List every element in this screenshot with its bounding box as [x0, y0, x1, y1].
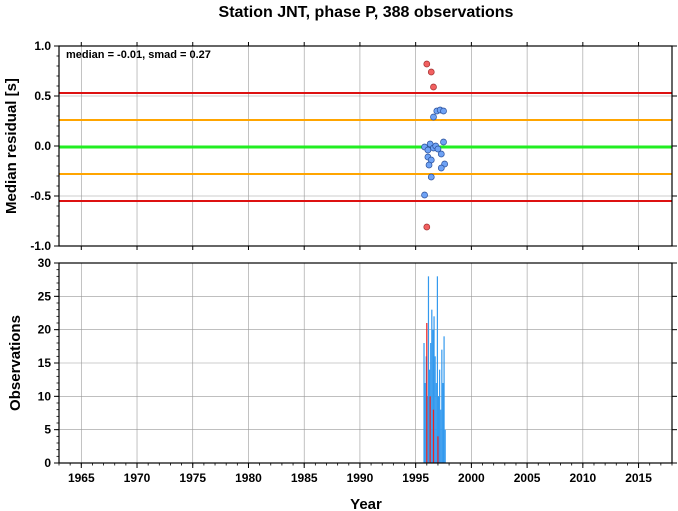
outlier-observation-bar: [426, 323, 428, 463]
chart-title: Station JNT, phase P, 388 observations: [219, 4, 514, 21]
outlier-observation-bar: [432, 409, 435, 463]
bottom-y-tick-label: 10: [38, 389, 52, 403]
bottom-y-tick-label: 30: [38, 256, 52, 270]
x-tick-label: 2000: [458, 471, 485, 485]
bottom-y-tick-label: 15: [38, 356, 52, 370]
observation-bar: [423, 343, 425, 463]
observation-bar: [439, 369, 441, 463]
bottom-grid: [59, 262, 672, 464]
bottom-y-tick-label: 0: [44, 456, 51, 470]
observation-bar: [443, 336, 445, 463]
bottom-y-tick-label: 25: [38, 289, 52, 303]
x-tick-label: 1995: [402, 471, 429, 485]
observation-bar: [436, 276, 438, 463]
outlier-observation-bar: [429, 396, 431, 463]
residual-point: [427, 173, 435, 181]
residual-points: [421, 60, 448, 231]
top-y-tick-label: 1.0: [34, 39, 51, 53]
reference-lines: [59, 92, 672, 202]
observation-bar: [433, 316, 435, 463]
x-tick-label: 1980: [235, 471, 262, 485]
x-tick-label: 1970: [124, 471, 151, 485]
observation-bar: [427, 276, 430, 463]
residual-point: [434, 145, 442, 153]
outlier-observation-bar: [437, 436, 439, 463]
x-tick-label: 2010: [569, 471, 596, 485]
observation-bar: [424, 383, 426, 463]
residual-point: [430, 113, 437, 121]
x-ticks: 1965 1970 1975 1980 1985 1990 1995 2000 2005 2010…: [58, 42, 673, 485]
observation-bar: [434, 356, 436, 463]
observation-bar: [431, 309, 433, 463]
x-axis-label: Year: [350, 496, 382, 511]
top-panel: 1.0 0.5 0.0 -0.5 -1.0 median = -0.01, smad =…: [3, 39, 677, 253]
top-y-tick-label: 0.0: [34, 139, 51, 153]
bottom-y-tick-label: 20: [38, 323, 52, 337]
residual-point: [421, 191, 428, 199]
outlier-point: [423, 223, 431, 231]
observation-bars: [423, 276, 446, 463]
observation-bar: [444, 429, 446, 463]
residual-point: [437, 150, 445, 158]
outlier-point: [427, 68, 435, 76]
residual-point: [437, 164, 445, 172]
bottom-y-axis-label: Observations: [7, 315, 24, 411]
top-y-tick-label: -1.0: [30, 239, 51, 253]
top-y-ticks: 1.0 0.5 0.0 -0.5 -1.0: [30, 39, 677, 253]
residual-point: [425, 161, 433, 169]
top-y-tick-label: -0.5: [30, 189, 51, 203]
residual-point: [440, 138, 447, 146]
observation-bar: [432, 329, 434, 463]
residual-point: [424, 146, 432, 154]
outlier-point: [423, 60, 431, 68]
observation-bar: [440, 409, 442, 463]
x-tick-label: 2005: [514, 471, 541, 485]
observation-bar: [441, 349, 443, 463]
residual-point: [440, 107, 447, 115]
x-tick-label: 1985: [291, 471, 318, 485]
top-y-tick-label: 0.5: [34, 89, 51, 103]
observation-bar: [435, 383, 437, 463]
observation-bar: [437, 396, 440, 463]
stats-annotation: median = -0.01, smad = 0.27: [66, 49, 211, 61]
x-tick-label: 1990: [347, 471, 374, 485]
observation-bar: [442, 383, 444, 463]
bottom-panel: 0 5 10 15 20 25 30 1965 1970 1975 1980 1985 1990 199…: [7, 42, 677, 511]
bottom-y-tick-label: 5: [44, 423, 51, 437]
outlier-point: [430, 83, 437, 91]
x-tick-label: 1975: [179, 471, 206, 485]
x-tick-label: 2015: [625, 471, 652, 485]
bottom-y-ticks: 0 5 10 15 20 25 30: [38, 256, 677, 470]
x-tick-label: 1965: [68, 471, 95, 485]
top-y-axis-label: Median residual [s]: [3, 78, 20, 214]
